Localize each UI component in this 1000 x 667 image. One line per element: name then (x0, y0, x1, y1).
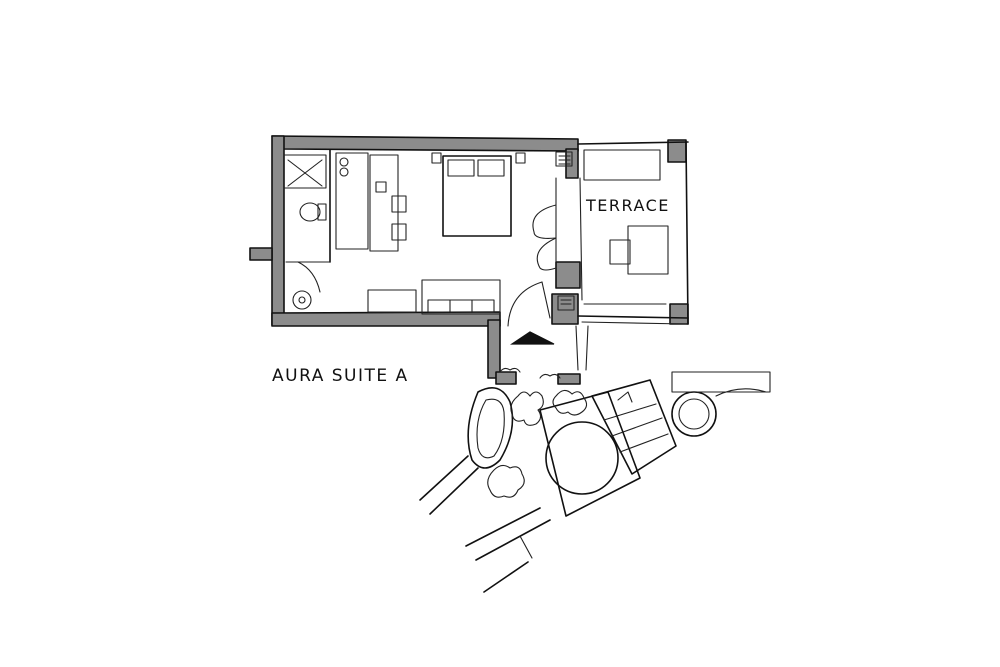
suite-walls (249, 135, 689, 385)
bathroom (283, 149, 331, 310)
toilet-icon (299, 202, 321, 222)
sink-icon (292, 290, 312, 310)
bed (431, 152, 526, 237)
terrace (577, 141, 689, 325)
terrace-label: TERRACE (585, 196, 670, 215)
exterior-landscape (419, 325, 771, 593)
kitchenette (335, 152, 407, 252)
entrance-arrow-icon (510, 331, 555, 345)
round-table-icon (545, 421, 619, 495)
plan-title: AURA SUITE A (272, 366, 409, 386)
doors (507, 151, 575, 327)
sofa (367, 279, 501, 315)
